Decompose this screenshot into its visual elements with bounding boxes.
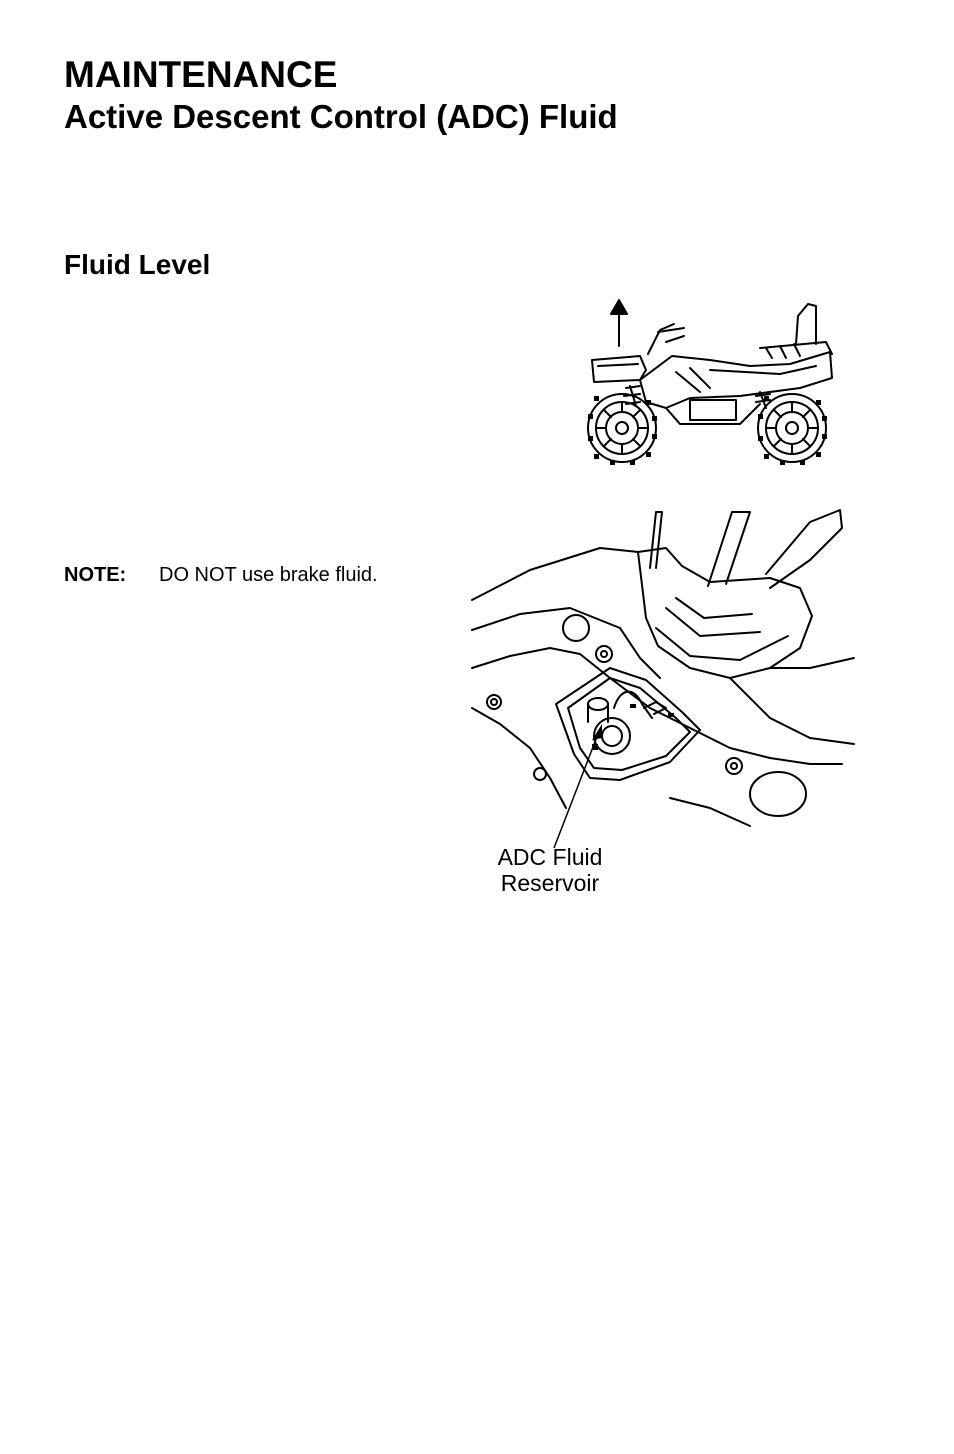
adc-fluid-reservoir-icon [471,509,855,827]
page-title: Active Descent Control (ADC) Fluid [64,98,618,135]
note: NOTE: DO NOT use brake fluid. [64,563,378,587]
note-text: DO NOT use brake fluid. [159,564,378,586]
callout-leader-line [553,724,602,849]
atv-side-view-icon [587,299,833,465]
note-label: NOTE: [64,564,127,586]
section-title: MAINTENANCE [64,54,338,95]
callout-label-line-2: Reservoir [500,870,600,896]
callout-label-line-1: ADC Fluid [497,844,603,870]
fluid-level-heading: Fluid Level [64,249,211,280]
adc-fluid-reservoir-label: ADC Fluid Reservoir [470,844,630,896]
